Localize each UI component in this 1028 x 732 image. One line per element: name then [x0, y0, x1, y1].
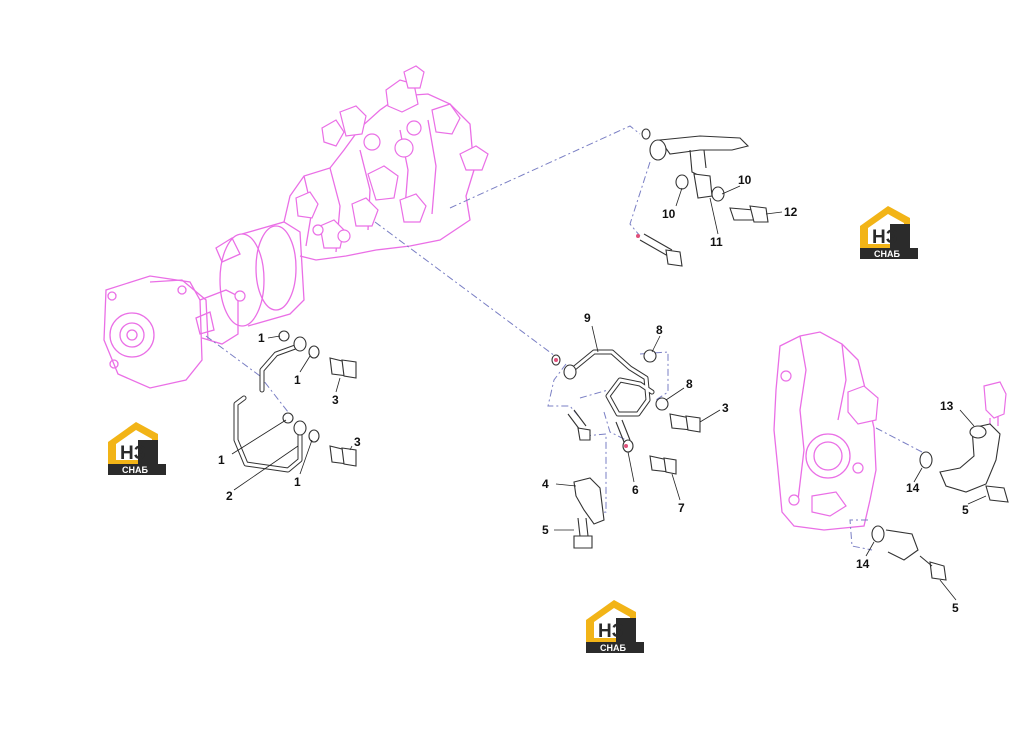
callout-2: 2 [226, 489, 233, 503]
logo-word: СНАБ [600, 643, 626, 653]
assembly-leader-lines [205, 125, 923, 551]
callout-5: 5 [952, 601, 959, 615]
callout-10: 10 [662, 207, 676, 221]
callout-8: 8 [656, 323, 663, 337]
callout-12: 12 [784, 205, 798, 219]
callout-14: 14 [856, 557, 870, 571]
callout-6: 6 [632, 483, 639, 497]
watermark-logo: НЗ СНАБ [108, 422, 166, 475]
callout-8: 8 [686, 377, 693, 391]
callout-1: 1 [258, 331, 265, 345]
callout-4: 4 [542, 477, 549, 491]
callout-10: 10 [738, 173, 752, 187]
logo-word: СНАБ [122, 465, 148, 475]
logo-mark: НЗ [598, 621, 624, 642]
callout-7: 7 [678, 501, 685, 515]
callout-3: 3 [722, 401, 729, 415]
return-fitting-assembly-right [871, 423, 1009, 581]
callout-3: 3 [332, 393, 339, 407]
fuel-pipe-assembly-centre [551, 349, 701, 549]
callout-1: 1 [218, 453, 225, 467]
watermark-logo: НЗ СНАБ [586, 600, 644, 653]
callout-11: 11 [710, 235, 723, 249]
banjo-fitting-assembly [636, 128, 769, 267]
logo-word: СНАБ [874, 249, 900, 259]
callout-labels: 10 10 11 12 9 8 8 3 6 7 4 5 1 1 3 1 1 3 … [218, 173, 969, 615]
logo-mark: НЗ [872, 227, 898, 248]
callout-1: 1 [294, 373, 301, 387]
logo-mark: НЗ [120, 443, 146, 464]
callout-3: 3 [354, 435, 361, 449]
callout-leaders [231, 185, 987, 601]
fuel-pipe-assembly-left [233, 330, 357, 473]
callout-1: 1 [294, 475, 301, 489]
engine-block-outline [773, 331, 1007, 531]
callout-5: 5 [962, 503, 969, 517]
callout-13: 13 [940, 399, 954, 413]
callout-14: 14 [906, 481, 920, 495]
injection-pump-outline [103, 65, 489, 389]
callout-9: 9 [584, 311, 591, 325]
watermark-logo: НЗ СНАБ [860, 206, 918, 259]
callout-5: 5 [542, 523, 549, 537]
